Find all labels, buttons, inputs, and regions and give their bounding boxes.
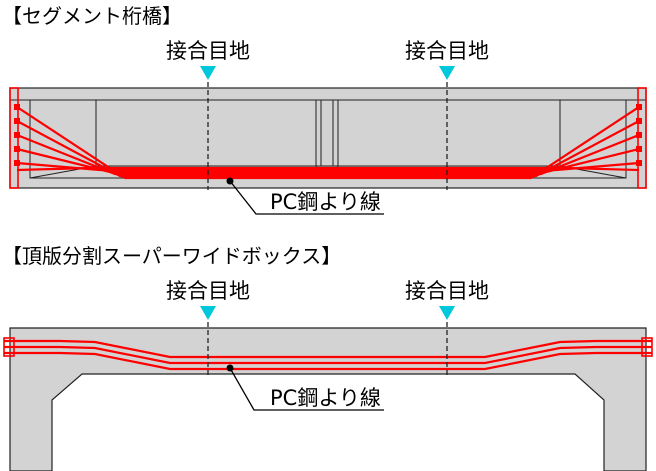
joint-marker-icon xyxy=(439,306,455,320)
leader-line xyxy=(229,367,384,411)
joint-marker-icon xyxy=(439,66,455,80)
leader-line xyxy=(229,180,384,215)
joint-label-right: 接合目地 xyxy=(405,279,489,303)
box-girder-title: 【頂版分割スーパーワイドボックス】 xyxy=(2,244,341,268)
pc-strands-bottom xyxy=(4,339,652,371)
segment-girder-title: 【セグメント桁橋】 xyxy=(2,4,182,28)
joint-marker-icon xyxy=(200,66,216,80)
void-outline-right xyxy=(337,100,561,167)
joint-label-left: 接合目地 xyxy=(166,279,250,303)
pc-strands-top xyxy=(16,106,640,180)
segment-girder-diagram: 【セグメント桁橋】 接合目地 接合目地 xyxy=(2,4,647,215)
strand-label-top: PC鋼より線 xyxy=(270,190,381,214)
joint-label-left: 接合目地 xyxy=(166,39,250,63)
void-outline-left xyxy=(95,100,317,167)
joint-label-right: 接合目地 xyxy=(405,39,489,63)
box-girder-diagram: 【頂版分割スーパーワイドボックス】 接合目地 接合目地 PC鋼より線 xyxy=(2,244,653,471)
joint-marker-icon xyxy=(200,306,216,320)
strand-label-bottom: PC鋼より線 xyxy=(270,386,381,410)
